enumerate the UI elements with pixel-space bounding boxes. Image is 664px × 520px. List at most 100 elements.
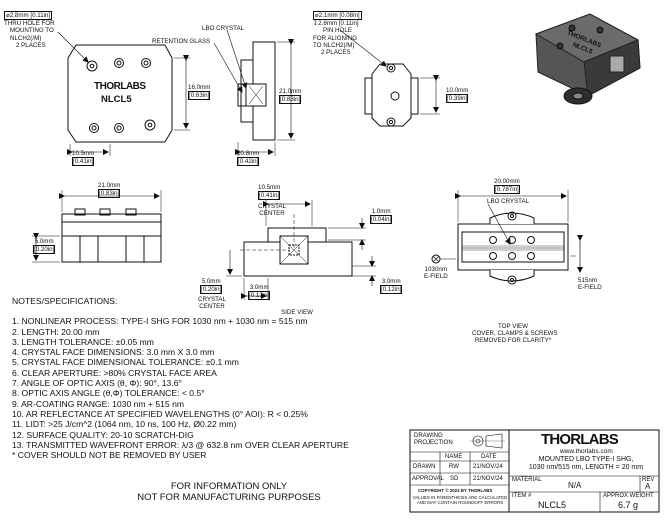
note-item: 13. TRANSMITTED WAVEFRONT ERROR: λ/3 @ 6… — [12, 439, 349, 450]
front-width-in: [0.41in] — [72, 157, 95, 167]
topview-title-1: TOP VIEW — [497, 323, 529, 330]
pin-hole-callout-line6: 2 PLACES — [321, 49, 351, 57]
bottom-view — [32, 190, 162, 263]
drawing-projection-1: DRAWING — [414, 433, 443, 439]
notes-heading: NOTES/SPECIFICATIONS: — [12, 296, 118, 306]
sideview-crystal-center-bottom-2: CENTER — [199, 303, 225, 311]
weight-label: APPROX WEIGHT — [603, 493, 654, 499]
bottom-height-mm: 5.0mm — [34, 238, 54, 245]
side-upper-height-dim: 21.0mm [0.83in] — [279, 88, 302, 105]
material-value: N/A — [568, 481, 582, 490]
topview-left-wave-nm: 1030nm — [424, 266, 448, 273]
topview-left-wave: 1030nm E-FIELD — [424, 266, 448, 280]
sideview-right-in: [0.04in] — [370, 215, 393, 225]
front-width-mm: 10.5mm — [72, 150, 95, 157]
bottom-width-in: [0.83in] — [98, 189, 121, 199]
sideview-crystal-center-bottom-1: CRYSTAL — [198, 296, 226, 303]
note-item: 2. LENGTH: 20.00 mm — [12, 326, 100, 337]
values-note: VALUES IN PARENTHESIS ARE CALCULATED AND… — [412, 495, 508, 506]
pin-hole-callout: ⌀2.1mm [0.08in] ↧2.8mm [0.11in] PIN HOLE… — [313, 11, 362, 56]
drawn-name: RW — [449, 464, 459, 470]
note-item: 5. CRYSTAL FACE DIMENSIONAL TOLERANCE: ±… — [12, 357, 239, 368]
info-disclaimer: FOR INFORMATION ONLY NOT FOR MANUFACTURI… — [120, 481, 338, 503]
side-upper-height-mm: 21.0mm — [279, 88, 302, 95]
values-note-1: VALUES IN PARENTHESIS ARE CALCULATED — [412, 495, 508, 500]
sideview-bottom-dim: 3.0mm [0.12in] — [248, 284, 271, 301]
end-height-mm: 10.0mm — [446, 87, 469, 94]
topview-left-wave-field: E-FIELD — [424, 273, 448, 281]
row-approval-label: APPROVAL — [412, 476, 444, 482]
sideview-title: SIDE VIEW — [281, 309, 313, 316]
note-item: 3. LENGTH TOLERANCE: ±0.05 mm — [12, 336, 154, 347]
bottom-height-in: [0.20in] — [33, 245, 56, 255]
note-item: 10. AR REFLECTANCE AT SPECIFIED WAVELENG… — [12, 408, 308, 419]
item-value: NLCL5 — [538, 500, 567, 510]
front-width-dim: 10.5mm [0.41in] — [72, 150, 95, 167]
front-hole-callout-line4: NLCH2(/M) — [10, 34, 42, 42]
material-label: MATERIAL — [512, 477, 542, 483]
title-block-logo: THORLABS — [541, 431, 619, 448]
sideview-bottom-in: [0.12in] — [248, 291, 271, 301]
sideview-top-mm: 10.5mm — [258, 184, 281, 191]
sideview-top-in: [0.41in] — [258, 191, 281, 201]
title-block-website: www.thorlabs.com — [560, 448, 613, 455]
pin-hole-callout-line3: PIN HOLE — [323, 27, 352, 35]
drawn-date: 21/NOV/24 — [473, 464, 503, 470]
notes-footnote: * COVER SHOULD NOT BE REMOVED BY USER — [12, 450, 207, 461]
part-description-1: MOUNTED LBO TYPE-I SHG, — [538, 456, 634, 463]
top-view — [431, 190, 583, 285]
note-item: 9. AR-COATING RANGE: 1030 nm + 515 nm — [12, 398, 185, 409]
pin-hole-callout-depth: ↧2.8mm [0.11in] — [313, 20, 359, 28]
note-item: 6. CLEAR APERTURE: >80% CRYSTAL FACE ARE… — [12, 367, 217, 378]
side-view-upper — [213, 29, 295, 156]
sideview-left-mm: 5.0mm — [201, 278, 221, 285]
front-hole-callout-line5: 2 PLACES — [16, 41, 46, 49]
topview-title-3: REMOVED FOR CLARITY* — [474, 337, 552, 345]
topview-width-dim: 20.00mm [0.787in] — [494, 178, 520, 195]
front-hole-callout-line3: MOUNTING TO — [10, 27, 54, 35]
pin-hole-callout-line4: FOR ALIGNING — [313, 34, 358, 42]
front-logo: THORLABS — [94, 81, 146, 92]
topview-title-2: COVER, CLAMPS & SCREWS — [472, 330, 558, 338]
sideview-crystal-center-top: CRYSTAL CENTER — [258, 203, 286, 217]
side-view — [226, 200, 376, 300]
sideview-crystal-center-bottom: CRYSTAL CENTER — [198, 296, 226, 310]
end-view — [339, 29, 440, 127]
note-item: 8. OPTIC AXIS ANGLE (θ,Φ) TOLERANCE: < 0… — [12, 388, 205, 399]
weight-value: 6.7 g — [618, 500, 639, 510]
front-view — [57, 31, 190, 156]
bottom-width-dim: 21.0mm [0.83in] — [98, 182, 121, 199]
part-description-2: 1030 nm/515 nm, LENGTH = 20 mm — [528, 464, 644, 471]
front-hole-callout-dia: ⌀2.8mm [0.11in] — [4, 11, 53, 21]
pin-hole-callout-dia: ⌀2.1mm [0.08in] — [313, 11, 362, 21]
topview-right-wave-field: E-FIELD — [578, 284, 602, 292]
side-upper-width-dim: 10.8mm [0.42in] — [237, 150, 260, 167]
side-upper-width-mm: 10.8mm — [237, 150, 260, 157]
topview-width-mm: 20.00mm — [494, 178, 520, 185]
sideview-top-dim: 10.5mm [0.41in] — [258, 184, 281, 201]
isometric-view — [534, 13, 641, 105]
note-item: 11. LIDT: >25 J/cm^2 (1064 nm, 10 ns, 10… — [12, 419, 237, 430]
info-line-1: FOR INFORMATION ONLY — [170, 481, 288, 492]
topview-width-in: [0.787in] — [494, 185, 520, 195]
part-description: MOUNTED LBO TYPE-I SHG, 1030 nm/515 nm, … — [514, 456, 658, 472]
front-hole-callout-line2: THRU HOLE FOR — [4, 20, 55, 28]
side-upper-height-in: [0.83in] — [279, 95, 302, 105]
sideview-right-bottom-mm: 3.0mm — [381, 278, 401, 285]
sideview-bottom-mm: 3.0mm — [249, 284, 269, 291]
drawing-projection-2: PROJECTION — [414, 440, 453, 446]
col-date-header: DATE — [481, 454, 497, 460]
topview-lbo-crystal: LBO CRYSTAL — [487, 198, 530, 205]
approval-date: 21/NOV/24 — [473, 476, 503, 482]
rev-value: A — [645, 482, 651, 491]
front-hole-callout: ⌀2.8mm [0.11in] THRU HOLE FOR MOUNTING T… — [4, 11, 55, 49]
note-item: 7. ANGLE OF OPTIC AXIS (θ, Φ): 90°, 13.6… — [12, 378, 182, 389]
bottom-width-mm: 21.0mm — [98, 182, 121, 189]
sideview-right-bottom-dim: 3.0mm [0.12in] — [380, 278, 403, 295]
lbo-crystal-label: LBO CRYSTAL — [202, 25, 245, 32]
note-item: 4. CRYSTAL FACE DIMENSIONS: 3.0 mm X 3.0… — [12, 347, 215, 358]
item-label: ITEM # — [512, 493, 532, 499]
bottom-height-dim: 5.0mm [0.20in] — [33, 238, 56, 255]
topview-title: TOP VIEW COVER, CLAMPS & SCREWS REMOVED … — [472, 323, 558, 345]
